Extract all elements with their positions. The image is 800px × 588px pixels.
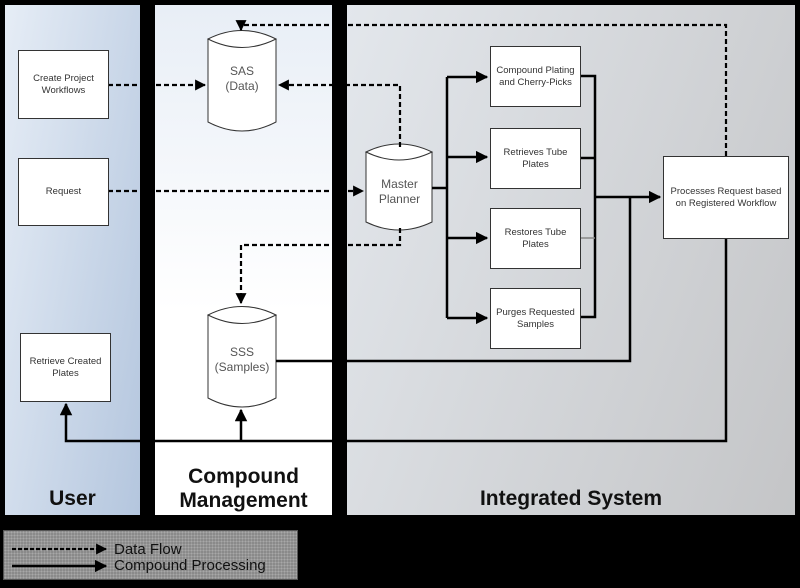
flow-master-to-sas bbox=[277, 79, 402, 147]
sss-cylinder bbox=[206, 306, 278, 408]
flow-processor-return bbox=[59, 238, 728, 443]
sss-type: (Samples) bbox=[214, 360, 270, 374]
sss-name: SSS bbox=[229, 345, 254, 359]
sas-type: (Data) bbox=[225, 79, 259, 93]
legend: Data Flow Compound Processing bbox=[3, 530, 298, 580]
process-label-restores: Restores Tube Plates bbox=[504, 226, 567, 250]
master-planner-line2: Planner bbox=[378, 192, 421, 206]
sss-label: SSS (Samples) bbox=[206, 345, 278, 375]
sas-cylinder bbox=[206, 30, 278, 132]
process-box-purges: Purges Requested Samples bbox=[490, 288, 581, 349]
master-planner-cylinder bbox=[364, 143, 434, 231]
create-project-workflows-label: Create Project Workflows bbox=[33, 72, 94, 96]
flow-master-to-sss bbox=[235, 228, 402, 305]
lane-compound-management-label: Compound Management bbox=[179, 465, 308, 512]
master-planner-label: Master Planner bbox=[366, 177, 433, 207]
legend-compound-processing: Compound Processing bbox=[114, 557, 266, 574]
create-project-workflows-box: Create Project Workflows bbox=[18, 50, 109, 119]
bus-right bbox=[580, 74, 597, 319]
request-box: Request bbox=[18, 158, 109, 226]
process-label-retrieves: Retrieves Tube Plates bbox=[503, 146, 568, 170]
request-label: Request bbox=[45, 186, 82, 197]
sas-name: SAS bbox=[229, 64, 254, 78]
processes-request-label: Processes Request based on Registered Wo… bbox=[670, 185, 782, 209]
process-box-retrieves: Retrieves Tube Plates bbox=[490, 128, 581, 189]
legend-swatches bbox=[12, 543, 108, 573]
retrieve-created-plates-label: Retrieve Created Plates bbox=[29, 355, 102, 379]
processes-request-box: Processes Request based on Registered Wo… bbox=[663, 156, 789, 239]
legend-data-flow: Data Flow bbox=[114, 541, 182, 558]
flow-processor-feedback-to-sas bbox=[235, 20, 728, 156]
sas-label: SAS (Data) bbox=[208, 64, 276, 94]
flow-sss-to-processor bbox=[276, 197, 632, 363]
lane-integrated-system-label: Integrated System bbox=[479, 487, 663, 510]
process-box-plating: Compound Plating and Cherry-Picks bbox=[490, 46, 581, 107]
retrieve-created-plates-box: Retrieve Created Plates bbox=[20, 333, 111, 402]
lane-user-label: User bbox=[49, 487, 96, 510]
process-label-plating: Compound Plating and Cherry-Picks bbox=[496, 64, 575, 88]
process-box-restores: Restores Tube Plates bbox=[490, 208, 581, 269]
master-planner-line1: Master bbox=[381, 177, 418, 191]
process-label-purges: Purges Requested Samples bbox=[496, 306, 575, 330]
